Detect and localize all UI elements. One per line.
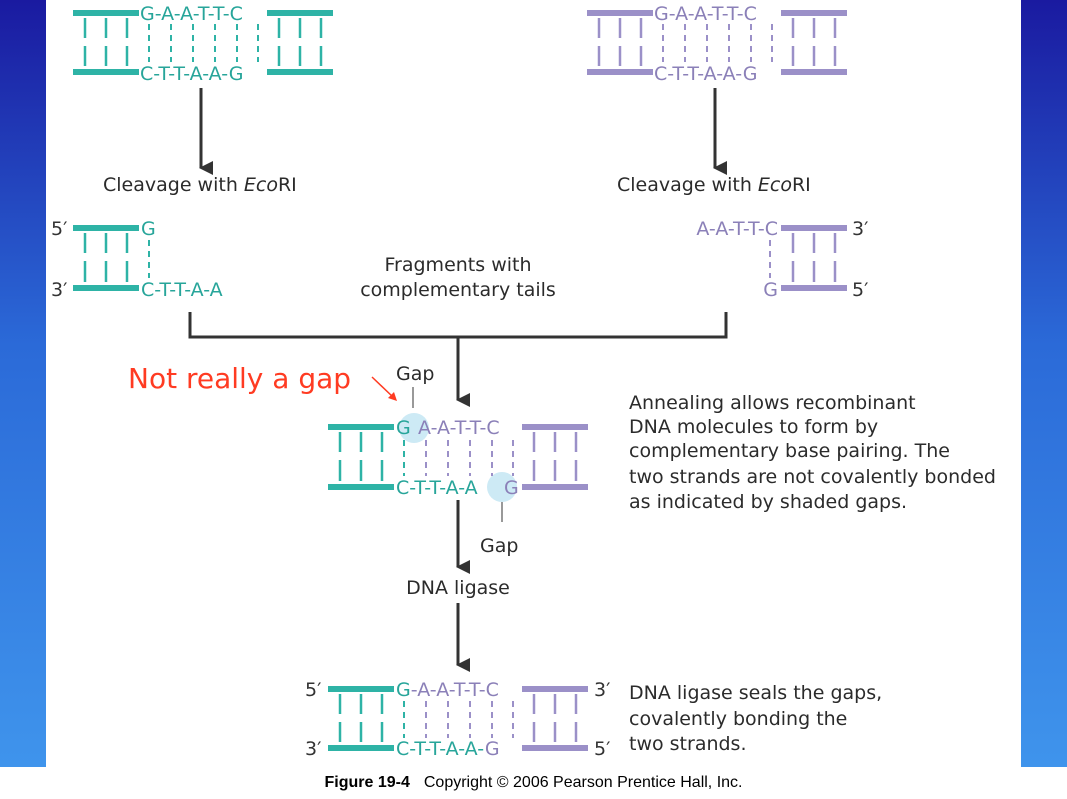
cleavage-label-right: Cleavage with EcoRI bbox=[617, 174, 811, 196]
frag-left-bottom-seq: C-T-T-A-A bbox=[141, 279, 223, 301]
seq-top-purple: G-A-A-T-T-C bbox=[654, 3, 757, 25]
three-prime-label: 3′ bbox=[305, 738, 321, 760]
cleavage-label-left: Cleavage with EcoRI bbox=[103, 174, 297, 196]
figure-caption: Figure 19-4 Copyright © 2006 Pearson Pren… bbox=[0, 767, 1067, 799]
annealing-description: Annealing allows recombinant DNA molecul… bbox=[629, 392, 996, 513]
three-prime-label: 3′ bbox=[594, 679, 610, 701]
ligated-top-seq: G-A-A-T-T-C bbox=[396, 679, 499, 701]
seq-bottom-green: C-T-T-A-A-G bbox=[140, 63, 244, 85]
dna-ligase-label: DNA ligase bbox=[406, 577, 510, 599]
seq-bottom-purple: C-T-T-A-A-G bbox=[654, 63, 758, 85]
five-prime-label: 5′ bbox=[594, 738, 610, 760]
svg-text:DNA ligase seals the gaps,: DNA ligase seals the gaps, bbox=[629, 682, 882, 704]
copyright-text: Copyright © 2006 Pearson Prentice Hall, … bbox=[423, 774, 743, 791]
annotation-not-really-a-gap: Not really a gap bbox=[128, 362, 351, 395]
svg-text:covalently bonding the: covalently bonding the bbox=[629, 708, 847, 730]
seq-top-green: G-A-A-T-T-C bbox=[140, 3, 243, 25]
svg-text:Annealing allows recombinant: Annealing allows recombinant bbox=[629, 392, 916, 414]
gap-label-bottom: Gap bbox=[480, 535, 518, 557]
three-prime-label: 3′ bbox=[852, 218, 868, 240]
joining-bracket bbox=[188, 312, 728, 339]
frag-right-top-seq: A-A-T-T-C bbox=[696, 218, 778, 240]
dna-annealed: G A-A-T-T-C C-T-T-A-A G bbox=[328, 413, 588, 502]
anneal-bottom-g: G bbox=[504, 477, 519, 499]
five-prime-label: 5′ bbox=[51, 218, 67, 240]
svg-text:DNA molecules to form by: DNA molecules to form by bbox=[629, 416, 878, 438]
figure-number: Figure 19-4 bbox=[324, 774, 410, 791]
frag-left-top-seq: G bbox=[141, 218, 156, 240]
svg-text:two strands are not covalently: two strands are not covalently bonded bbox=[629, 466, 996, 488]
fragment-right: A-A-T-T-C G 3′ 5′ bbox=[696, 218, 868, 301]
ligated-bottom-seq: C-T-T-A-A-G bbox=[396, 738, 500, 760]
svg-text:two strands.: two strands. bbox=[629, 733, 747, 755]
svg-text:complementary base pairing. Th: complementary base pairing. The bbox=[629, 440, 950, 462]
gap-shade-bottom bbox=[487, 472, 517, 502]
svg-text:as indicated by shaded gaps.: as indicated by shaded gaps. bbox=[629, 491, 907, 513]
three-prime-label: 3′ bbox=[51, 279, 67, 301]
dna-duplex-purple: G-A-A-T-T-C C-T-T-A-A-G bbox=[587, 3, 847, 85]
ligase-description: DNA ligase seals the gaps, covalently bo… bbox=[629, 682, 882, 755]
blue-border-left bbox=[0, 0, 46, 767]
gap-shade-top bbox=[399, 413, 429, 443]
gap-label-top: Gap bbox=[396, 363, 434, 385]
annotation-arrow-line bbox=[371, 376, 395, 399]
anneal-bottom-seq: C-T-T-A-A bbox=[396, 477, 478, 499]
annotation-arrow-head bbox=[388, 392, 397, 401]
blue-border-right bbox=[1021, 0, 1067, 767]
fragment-left: G C-T-T-A-A 5′ 3′ bbox=[51, 218, 223, 301]
anneal-top-seq: A-A-T-T-C bbox=[418, 417, 500, 439]
fragments-label-line2: complementary tails bbox=[360, 279, 556, 301]
five-prime-label: 5′ bbox=[852, 279, 868, 301]
dna-duplex-green: G-A-A-T-T-C C-T-T-A-A-G bbox=[73, 3, 333, 85]
anneal-top-g: G bbox=[396, 417, 411, 439]
frag-right-bottom-seq: G bbox=[763, 279, 778, 301]
diagram: G-A-A-T-T-C C-T-T-A-A-G G-A-A-T-T-C C-T-… bbox=[51, 3, 996, 760]
dna-ligated: G-A-A-T-T-C C-T-T-A-A-G 5′ 3′ 3′ 5′ bbox=[305, 679, 610, 760]
five-prime-label: 5′ bbox=[305, 679, 321, 701]
fragments-label-line1: Fragments with bbox=[385, 254, 532, 276]
